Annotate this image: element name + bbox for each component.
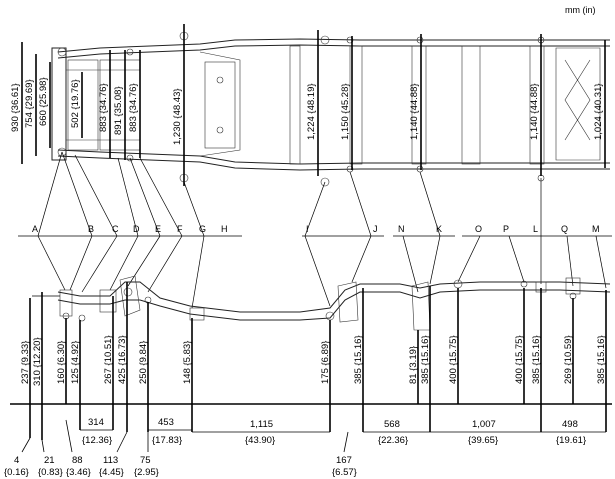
label-E: E [155,224,161,234]
dim-1140-b: 1,140 {44.88} [529,83,540,140]
spacing-dim-lines [21,419,606,453]
h-dim-400-b: 400 {15.75} [514,335,525,384]
b-dim-4-in: {0.16} [4,467,29,478]
label-J: J [373,224,378,234]
dim-1024: 1,024 {40.31} [593,83,604,140]
dim-891: 891 {35.08} [113,86,124,135]
top-view-left-dims: 930 {36.61} 754 {29.69} 660 {25.98} 502 … [10,77,81,132]
s-dim-568-in: {22.36} [378,435,408,446]
h-dim-385-a: 385 {15.16} [353,335,364,384]
b-dim-113: 113 [103,455,118,466]
label-F: F [177,224,183,234]
label-A: A [32,224,38,234]
spacing-dims: 314 {12.36} 453 {17.83} 1,115 {43.90} 56… [82,417,586,446]
s-dim-498-in: {19.61} [556,435,586,446]
b-dim-21: 21 [44,455,55,466]
h-dim-148: 148 {5.83} [182,341,193,384]
top-view-mid-dims: 883 {34.76} 891 {35.08} 883 {34.76} 1,23… [98,83,183,145]
label-D: D [133,224,140,234]
h-dim-160: 160 {6.30} [56,341,67,384]
bottom-dims: 4 {0.16} 21 {0.83} 88 {3.46} 113 {4.45} … [4,455,357,478]
dim-1140-a: 1,140 {44.88} [409,83,420,140]
s-dim-1115: 1,115 [250,419,273,430]
frame-side-view [57,275,611,331]
label-O: O [475,224,482,234]
dim-754: 754 {29.69} [24,79,35,128]
h-dim-269: 269 {10.59} [563,335,574,384]
h-dim-267: 267 {10.51} [103,335,114,384]
h-dim-175: 175 {6.89} [320,341,331,384]
label-K: K [436,224,442,234]
h-dim-81: 81 {3.19} [408,346,419,384]
unit-label: mm (in) [565,5,596,15]
point-labels: A B C D E F G H I J N K O P L Q M [32,224,600,234]
dim-1224: 1,224 {48.19} [306,83,317,140]
b-dim-88: 88 [72,455,83,466]
label-P: P [503,224,509,234]
label-N: N [398,224,405,234]
s-dim-314-in: {12.36} [82,435,112,446]
s-dim-498: 498 [562,419,578,430]
s-dim-314: 314 [88,417,104,428]
label-C: C [112,224,119,234]
h-dim-250: 250 {9.84} [138,341,149,384]
dim-883-a: 883 {34.76} [98,83,109,132]
dim-660: 660 {25.98} [38,77,49,126]
h-dim-385-c: 385 {15.16} [531,335,542,384]
top-view-right-dims: 1,224 {48.19} 1,150 {45.28} 1,140 {44.88… [306,83,604,140]
s-dim-1007: 1,007 [472,419,496,430]
h-dim-385-b: 385 {15.16} [420,335,431,384]
b-dim-167-in: {6.57} [332,467,357,478]
h-dim-125: 125 {4.92} [70,341,81,384]
dim-1230: 1,230 {48.43} [172,88,183,145]
dim-1150: 1,150 {45.28} [340,83,351,140]
s-dim-453-in: {17.83} [152,435,182,446]
frame-top-view [51,31,610,187]
label-Q: Q [561,224,568,234]
dim-502: 502 {19.76} [70,79,81,128]
label-I: I [306,224,309,234]
b-dim-113-in: {4.45} [99,467,124,478]
leader-lines [18,151,612,309]
s-dim-1115-in: {43.90} [245,435,275,446]
s-dim-1007-in: {39.65} [468,435,498,446]
s-dim-453: 453 [158,417,174,428]
label-B: B [88,224,94,234]
dim-883-b: 883 {34.76} [128,83,139,132]
s-dim-568: 568 [384,419,400,430]
height-dims: 237 {9.33} 310 {12.20} 160 {6.30} 125 {4… [20,335,607,386]
b-dim-167: 167 [336,455,352,466]
label-G: G [199,224,206,234]
height-dim-lines [10,282,612,440]
label-M: M [592,224,600,234]
h-dim-400-a: 400 {15.75} [448,335,459,384]
label-L: L [533,224,538,234]
label-H: H [221,224,228,234]
b-dim-88-in: {3.46} [66,467,91,478]
h-dim-425: 425 {16.73} [117,335,128,384]
b-dim-75-in: {2.95} [134,467,159,478]
b-dim-21-in: {0.83} [38,467,63,478]
b-dim-75: 75 [140,455,151,466]
h-dim-237: 237 {9.33} [20,341,31,384]
h-dim-310: 310 {12.20} [32,337,43,386]
b-dim-4: 4 [14,455,19,466]
dim-930: 930 {36.61} [10,83,21,132]
h-dim-385-d: 385 {15.16} [596,335,607,384]
top-view-dim-lines [21,24,606,186]
